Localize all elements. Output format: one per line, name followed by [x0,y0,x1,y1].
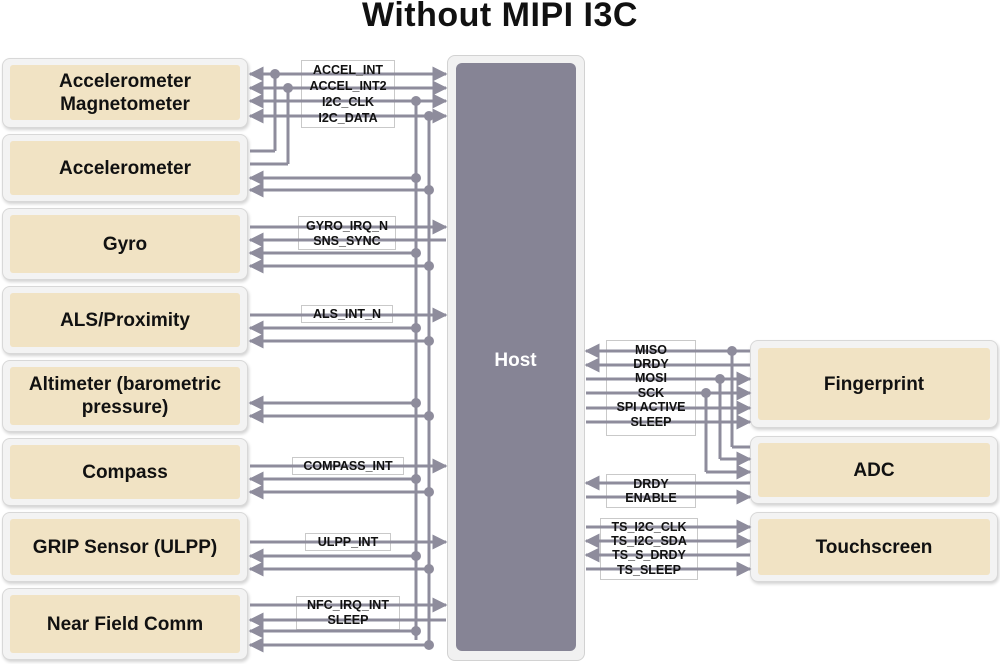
device-accelerometer: Accelerometer [10,141,240,195]
signal-compass-int: COMPASS_INT [303,459,393,473]
signal-accel-int2: ACCEL_INT2 [309,79,387,93]
junction-dot [411,173,421,183]
host-label: Host [494,350,537,371]
junction-dot [424,640,434,650]
device-compass: Compass [10,445,240,499]
signal-ts-i2c-sda: TS_I2C_SDA [611,534,687,548]
signal-sleep: SLEEP [327,613,369,627]
junction-dot [424,487,434,497]
junction-dot [411,323,421,333]
signal-mosi: MOSI [635,371,667,385]
junction-dot [411,398,421,408]
signal-i2c-data: I2C_DATA [318,111,378,125]
junction-dot [424,111,434,121]
junction-dot [424,564,434,574]
signal-enable: ENABLE [625,491,677,505]
device-adc: ADC [758,443,990,497]
device-accel-magnetometer: Accelerometer Magnetometer [10,65,240,120]
junction-dot [727,346,737,356]
device-als-proximity: ALS/Proximity [10,293,240,347]
device-altimeter: Altimeter (barometric pressure) [10,367,240,425]
signal-spi-active: SPI ACTIVE [616,400,686,414]
junction-dot [424,185,434,195]
junction-dot [411,96,421,106]
junction-dot [411,551,421,561]
junction-dot [715,374,725,384]
signal-drdy: DRDY [633,357,669,371]
signal-miso: MISO [635,343,667,357]
device-touchscreen: Touchscreen [758,519,990,575]
signal-ulpp-int: ULPP_INT [317,535,379,549]
signal-ts-i2c-clk: TS_I2C_CLK [611,520,687,534]
junction-dot [411,248,421,258]
signal-box-adc [606,474,696,508]
signal-ts-s-drdy: TS_S_DRDY [612,548,686,562]
junction-dot [283,83,293,93]
junction-dot [270,69,280,79]
signal-als-int-n: ALS_INT_N [312,307,382,321]
signal-box-spi [606,340,696,436]
device-near-field-comm: Near Field Comm [10,595,240,653]
device-grip-sensor: GRIP Sensor (ULPP) [10,519,240,575]
signal-accel-int: ACCEL_INT [312,63,384,77]
signal-i2c-clk: I2C_CLK [321,95,375,109]
junction-dot [424,336,434,346]
junction-dot [411,626,421,636]
junction-dot [411,474,421,484]
signal-ts-sleep: TS_SLEEP [617,563,681,577]
signal-spi-sleep: SLEEP [630,415,672,429]
device-gyro: Gyro [10,215,240,273]
diagram-title: Without MIPI I3C [362,0,638,34]
signal-sns-sync: SNS_SYNC [313,234,381,248]
host-block [456,63,576,651]
signal-gyro-irq-n: GYRO_IRQ_N [306,219,388,233]
junction-dot [701,388,711,398]
signal-nfc-irq-int: NFC_IRQ_INT [307,598,389,612]
signal-box-gyro [298,216,396,250]
junction-dot [424,411,434,421]
junction-dot [424,261,434,271]
signal-adc-drdy: DRDY [633,477,669,491]
signal-sck: SCK [637,386,665,400]
device-fingerprint: Fingerprint [758,348,990,420]
